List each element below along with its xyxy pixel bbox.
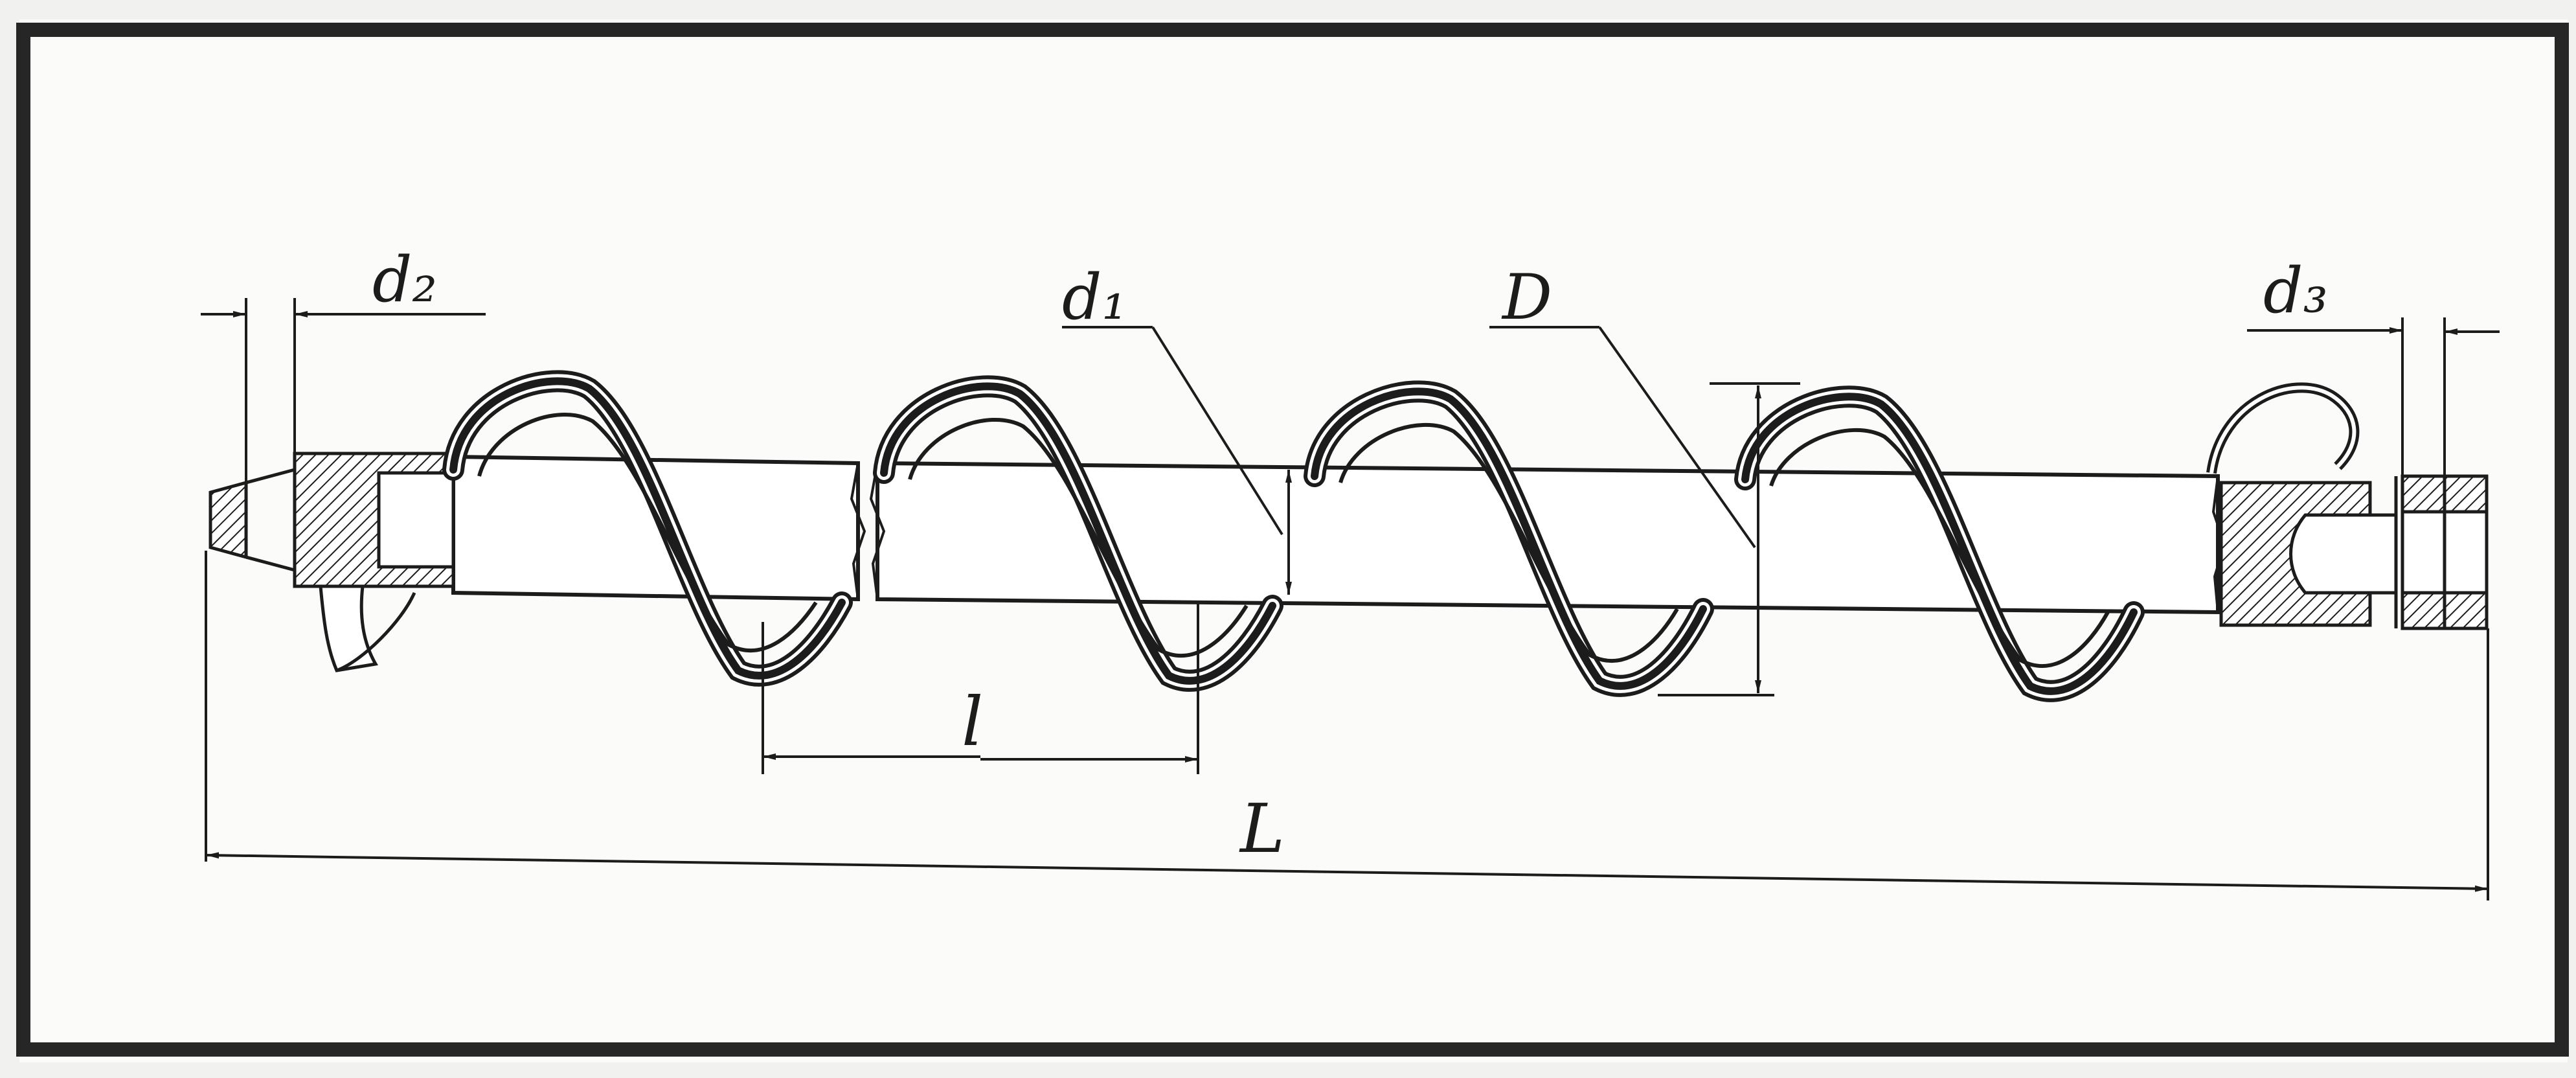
left-flight-stub [319,584,378,672]
flight-turn-4-inner-edge [1769,428,2110,669]
shaft [451,454,2226,615]
L-dimension-right [1294,870,2489,892]
D-leader-diagonal [1598,326,1756,549]
left-end-fitting [209,452,455,672]
label-d2: d₂ [372,244,437,316]
left-hub-bore [377,471,455,569]
label-l: l [962,682,983,761]
right-end-fitting [2206,382,2489,630]
label-d3: d₃ [2263,255,2328,327]
flight-turn-3-layer-3 [1311,387,1707,690]
dimension-labels: d₂ d₁ D d₃ l L [372,244,2328,868]
right-hub-cavity [2289,513,2398,595]
label-L: L [1239,789,1285,868]
shaft-break-left [850,463,866,600]
dimensions [201,298,2500,900]
helical-flights [442,370,2145,702]
L-dimension-left [205,852,1296,873]
flight-turn-4-layer-3 [1741,393,2138,695]
label-d1: d₁ [1062,261,1127,334]
flight-turn-3-inner-edge [1339,422,1679,663]
label-D: D [1501,261,1552,334]
shaft-break-right [869,463,886,600]
flight-turn-1-inner-edge [477,413,818,653]
flight-turn-2-layer-3 [880,382,1276,685]
frame-border [16,23,2569,1057]
flight-turn-1-layer-3 [449,377,846,680]
left-journal [209,480,248,560]
d1-leader-diagonal [1151,326,1283,536]
